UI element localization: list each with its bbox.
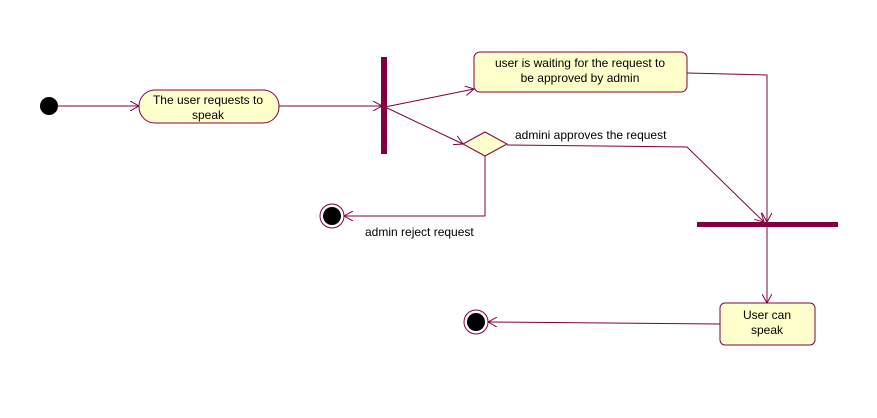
activity-waiting-approval-line1: user is waiting for the request to <box>495 56 665 70</box>
edge-label-approve: admini approves the request <box>515 128 667 142</box>
activity-can-speak-line1: User can <box>743 308 791 322</box>
join-bar <box>697 222 838 227</box>
edges <box>58 72 767 324</box>
edge-decision-reject-to-end <box>344 155 486 216</box>
edge-waiting-to-join <box>686 72 767 222</box>
edge-label-reject: admin reject request <box>365 225 474 239</box>
activity-can-speak-line2: speak <box>751 323 784 337</box>
final-node-speak <box>463 309 489 335</box>
decision-node <box>461 131 509 157</box>
activity-can-speak-shape <box>719 302 816 346</box>
edge-fork-to-waiting <box>384 89 474 108</box>
activity-waiting-approval: user is waiting for the request to be ap… <box>473 51 688 93</box>
activity-request-speak-line1: The user requests to <box>153 93 263 107</box>
edge-can-speak-to-end <box>488 322 721 324</box>
initial-node <box>40 97 58 115</box>
activity-request-speak-shape <box>138 89 280 124</box>
edge-fork-to-decision <box>384 106 463 144</box>
final-node-reject <box>319 203 345 229</box>
activity-request-speak: The user requests to speak <box>138 89 280 124</box>
edge-decision-approve-to-join <box>506 144 764 222</box>
activity-waiting-approval-line2: be approved by admin <box>521 71 640 85</box>
activity-can-speak: User can speak <box>719 302 816 346</box>
activity-request-speak-line2: speak <box>192 108 225 122</box>
fork-bar <box>381 57 387 154</box>
activity-waiting-approval-shape <box>473 51 688 93</box>
